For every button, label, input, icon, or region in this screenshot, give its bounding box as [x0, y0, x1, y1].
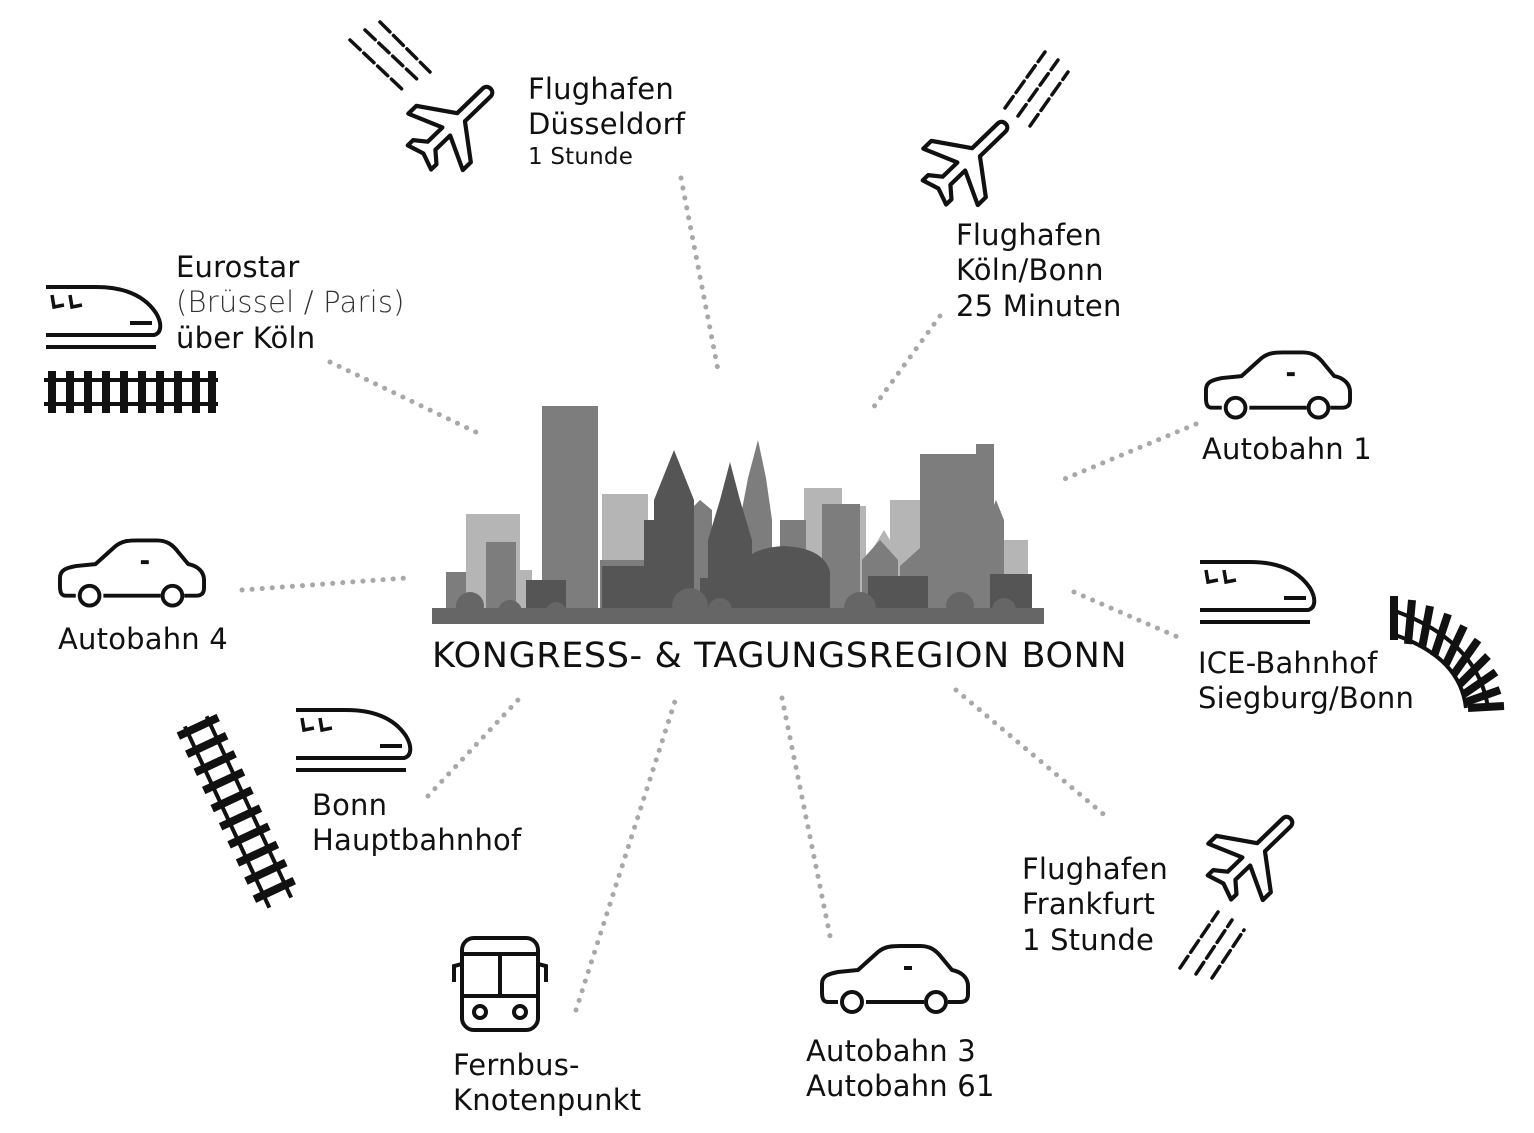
- connector-autobahn3-61: [779, 695, 833, 939]
- train-bonn-hbf-icon: [294, 708, 413, 772]
- label-line: Autobahn 1: [1202, 432, 1372, 466]
- rail-track-straight-icon: [44, 371, 218, 413]
- speed-lines-icon: [1003, 50, 1070, 128]
- car-autobahn3-61-icon: [820, 944, 970, 1014]
- label-ice-siegburg: ICE-Bahnhof Siegburg/Bonn: [1198, 646, 1414, 717]
- plane-koeln-bonn-icon: [907, 95, 1033, 220]
- label-line: Fernbus-: [453, 1048, 580, 1082]
- label-line: Düsseldorf: [528, 107, 686, 142]
- bonn-skyline-image: [432, 406, 1044, 624]
- travel-time: 25 Minuten: [956, 288, 1122, 323]
- bus-icon: [452, 936, 548, 1032]
- label-line: Eurostar: [176, 250, 300, 284]
- label-line: über Köln: [176, 320, 316, 355]
- travel-time: 1 Stunde: [1022, 922, 1155, 957]
- label-eurostar: Eurostar (Brüssel / Paris) über Köln: [176, 250, 405, 356]
- label-line: Knotenpunkt: [453, 1083, 642, 1118]
- label-fernbus: Fernbus- Knotenpunkt: [453, 1048, 641, 1119]
- label-bonn-hbf: Bonn Hauptbahnhof: [312, 788, 521, 859]
- label-line: Flughafen: [1022, 852, 1168, 886]
- connector-bonn-hbf: [425, 697, 521, 799]
- label-line: (Brüssel / Paris): [176, 285, 405, 320]
- rail-track-curved-left-icon: [176, 713, 296, 909]
- connector-ice-siegburg: [1071, 589, 1183, 641]
- connector-koeln-bonn: [870, 313, 943, 411]
- label-autobahn1: Autobahn 1: [1202, 432, 1372, 467]
- speed-lines-icon: [1178, 910, 1246, 980]
- label-line: Flughafen: [956, 218, 1102, 252]
- car-autobahn4-icon: [58, 538, 206, 608]
- label-line: Flughafen: [528, 72, 674, 106]
- page-title: KONGRESS- & TAGUNGSREGION BONN: [432, 636, 1128, 676]
- label-koeln-bonn: Flughafen Köln/Bonn 25 Minuten: [956, 218, 1122, 324]
- train-eurostar-icon: [44, 285, 163, 349]
- label-line: Autobahn 4: [58, 622, 228, 656]
- label-line: ICE-Bahnhof: [1198, 646, 1378, 680]
- label-autobahn4: Autobahn 4: [58, 622, 228, 657]
- connector-duesseldorf: [678, 175, 721, 373]
- label-line: Autobahn 61: [806, 1069, 995, 1104]
- label-line: Bonn: [312, 788, 388, 822]
- label-line: Frankfurt: [1022, 887, 1156, 922]
- travel-time: 1 Stunde: [528, 143, 634, 170]
- train-ice-icon: [1198, 560, 1317, 624]
- label-line: Autobahn 3: [806, 1034, 976, 1068]
- connector-fernbus: [573, 695, 679, 1013]
- plane-frankfurt-icon: [1192, 790, 1318, 915]
- label-line: Köln/Bonn: [956, 253, 1104, 288]
- connector-lines: [239, 175, 1199, 1013]
- connector-eurostar: [327, 359, 487, 439]
- label-line: Siegburg/Bonn: [1198, 681, 1415, 716]
- label-frankfurt: Flughafen Frankfurt 1 Stunde: [1022, 852, 1168, 958]
- plane-duesseldorf-icon: [392, 60, 518, 185]
- car-autobahn1-icon: [1204, 350, 1352, 420]
- connector-frankfurt: [953, 687, 1111, 821]
- connector-autobahn4: [239, 575, 409, 593]
- speed-lines-icon: [348, 20, 432, 94]
- connector-autobahn1: [1059, 421, 1199, 483]
- label-duesseldorf: Flughafen Düsseldorf 1 Stunde: [528, 72, 685, 171]
- label-autobahn3-61: Autobahn 3 Autobahn 61: [806, 1034, 995, 1105]
- label-line: Hauptbahnhof: [312, 823, 522, 858]
- rail-track-curved-right-icon: [1390, 596, 1505, 712]
